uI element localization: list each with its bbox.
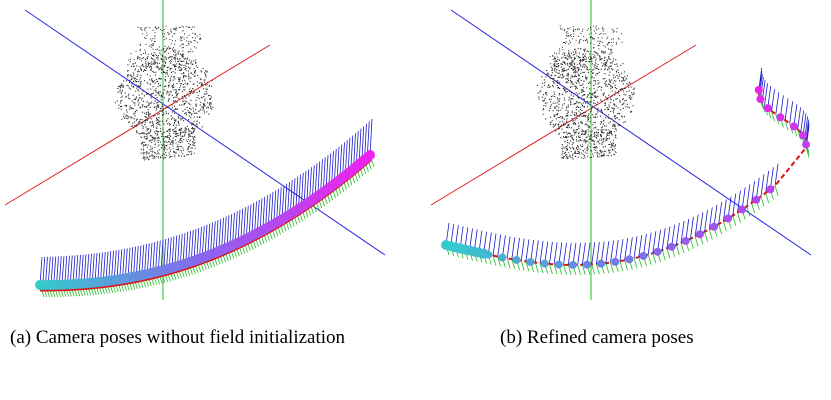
caption-b: (b) Refined camera poses [500, 327, 694, 348]
point-cloud-b [536, 25, 635, 160]
camera-pose-plot-a [4, 0, 386, 300]
camera-pose-plot-b [430, 0, 812, 300]
caption-a: (a) Camera poses without field initializ… [10, 327, 346, 348]
axis-z-line [24, 9, 386, 256]
panel-a-figure [0, 0, 415, 310]
axis-z-line [450, 9, 812, 256]
point-cloud-a [114, 25, 214, 161]
panel-b-figure [416, 0, 831, 310]
camera-frustums-b [441, 67, 811, 276]
camera-frustums-a [35, 118, 375, 298]
